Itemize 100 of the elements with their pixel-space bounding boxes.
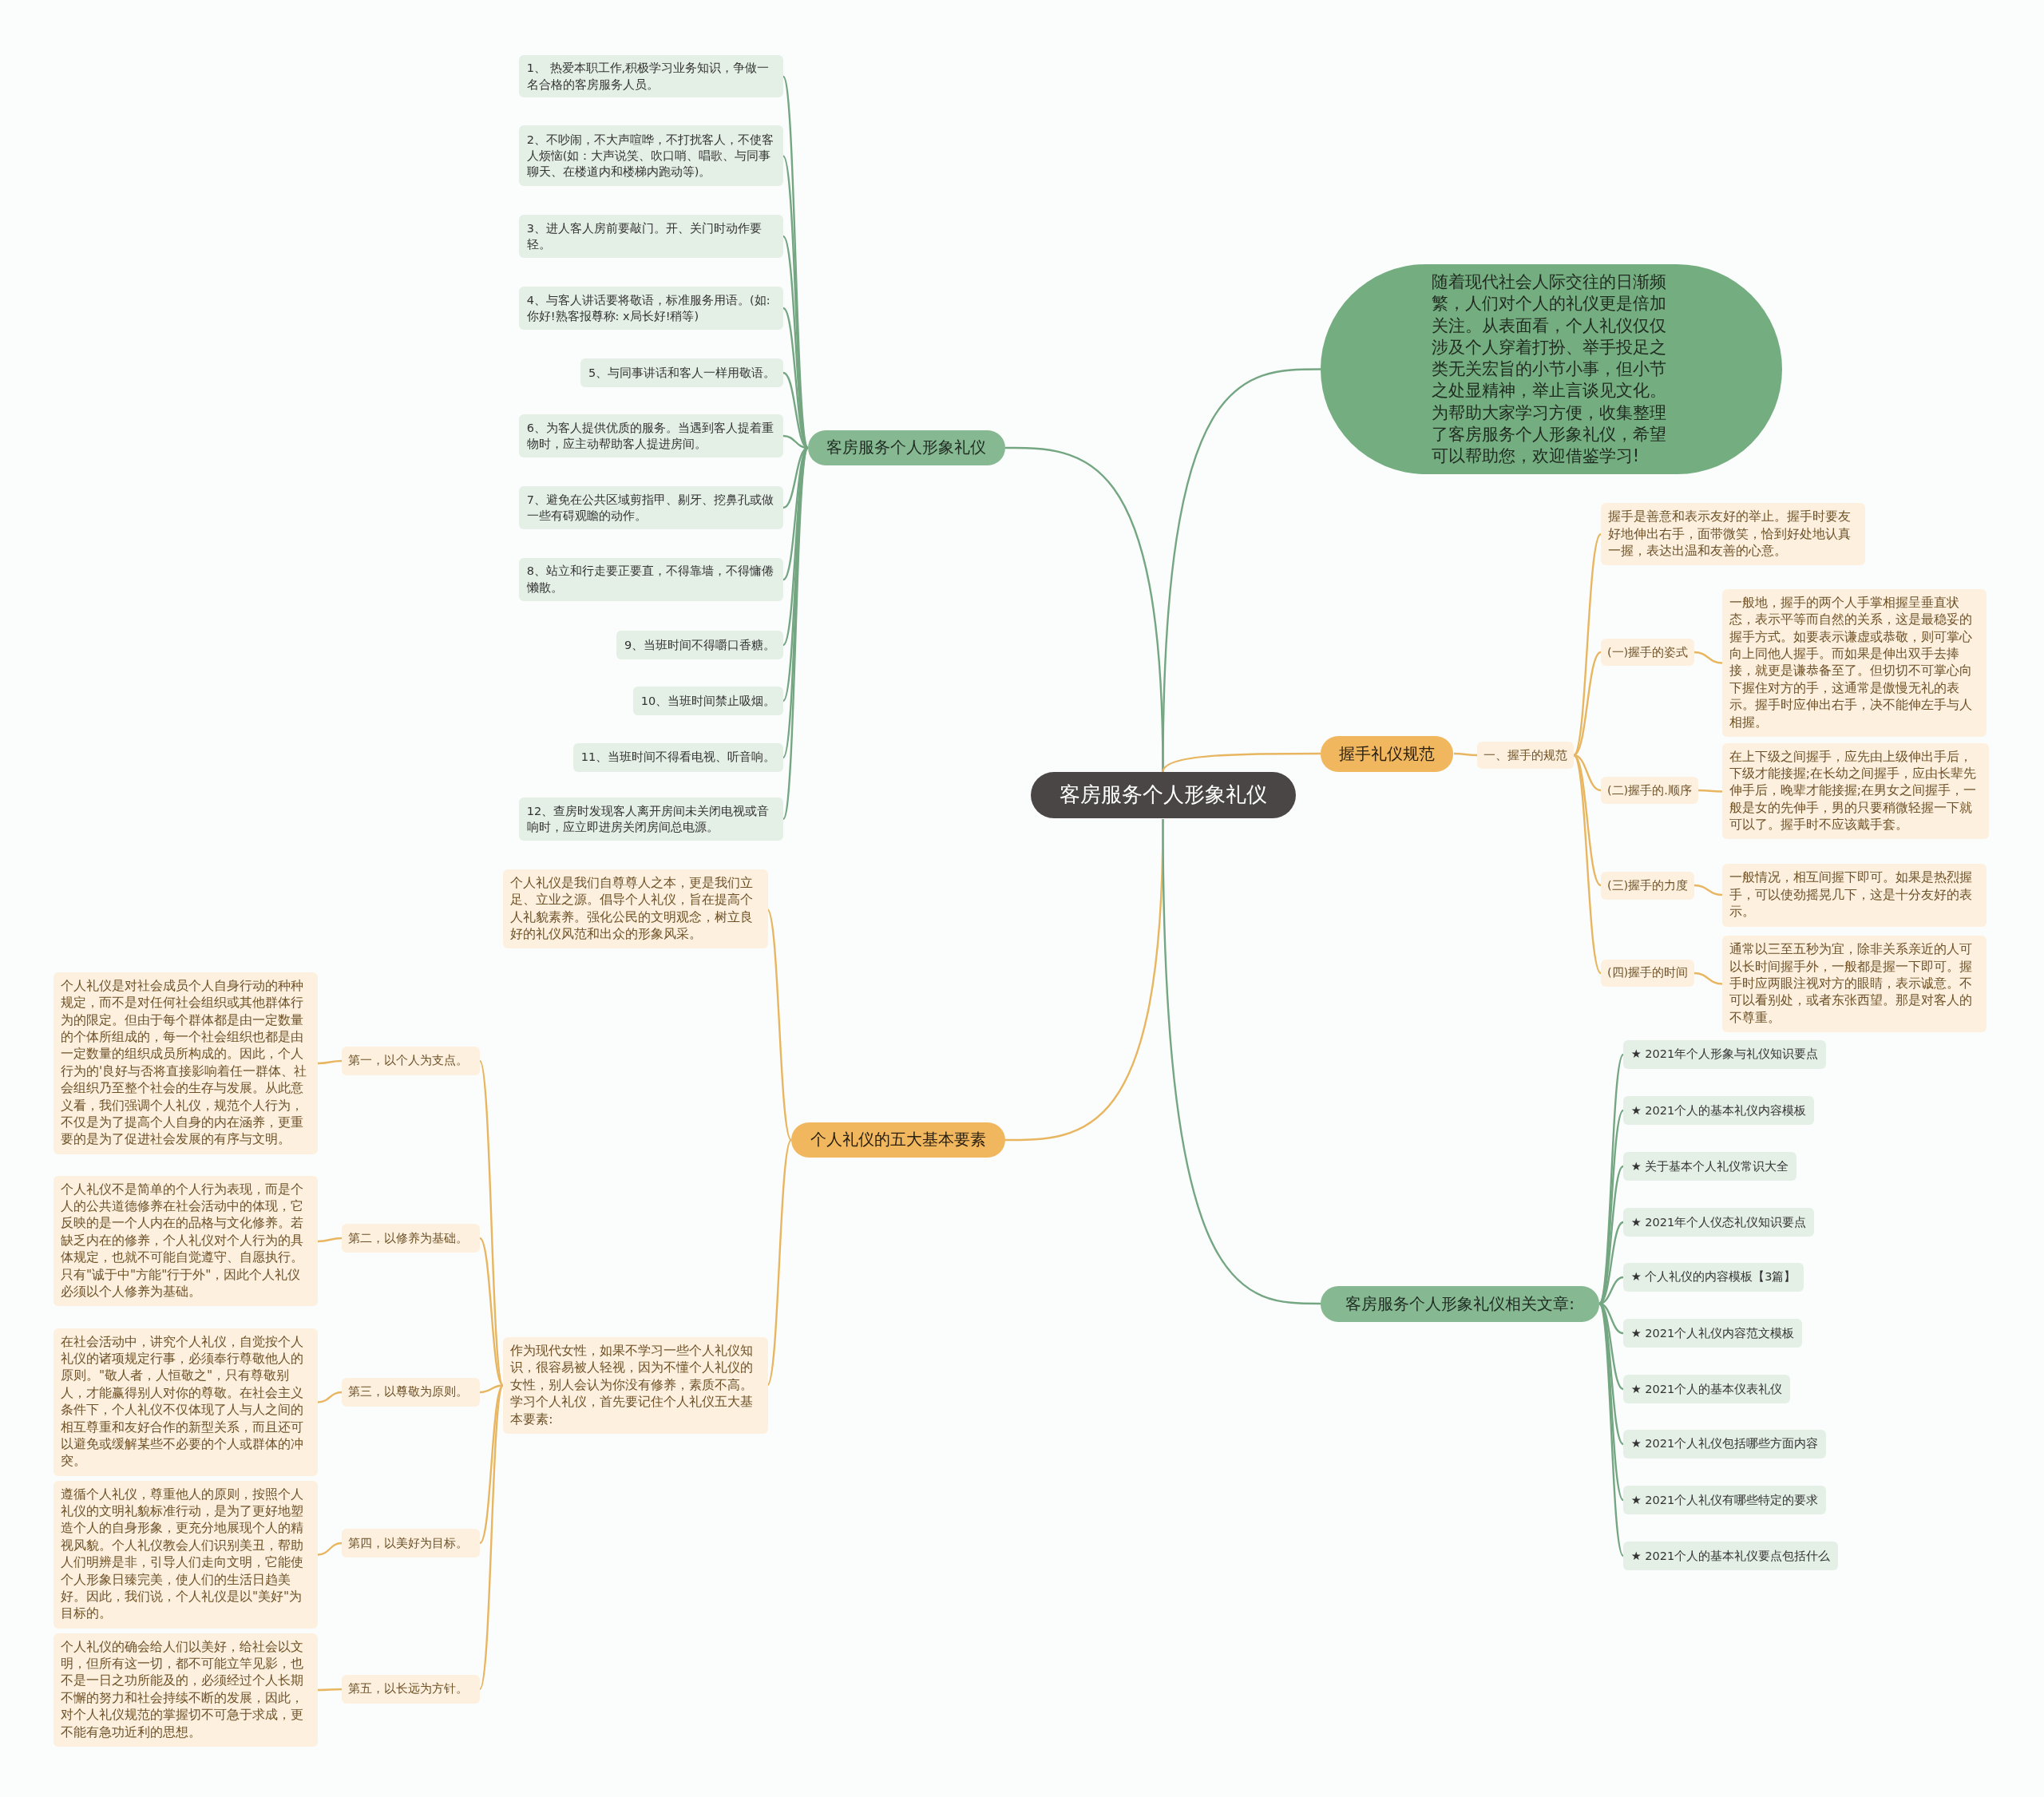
connector-line (1573, 754, 1602, 886)
article-title: ★ 2021个人的基本仪表礼仪 (1630, 1381, 1783, 1397)
note-card (518, 414, 784, 458)
note-text: 握手是善意和表示友好的举止。握手时要友好地伸出右手，面带微笑，恰到好处地认真一握，表达出温和友善的心意。 (1607, 509, 1852, 560)
subtopic-text: 第一，以个人为支点。 (347, 1053, 468, 1069)
note-card (518, 215, 784, 259)
connector-line (317, 1391, 343, 1403)
article-link-card (1622, 1430, 1827, 1459)
note-card (518, 125, 784, 187)
note-card (1721, 936, 1987, 1033)
connector-line (1454, 752, 1477, 757)
article-link-card (1622, 1375, 1791, 1404)
note-card (53, 1633, 319, 1747)
article-title: ★ 2021个人的基本礼仪要点包括什么 (1630, 1548, 1831, 1564)
topic-text: 客房服务个人形象礼仪相关文章: (1345, 1292, 1575, 1315)
note-text: 10、当班时间禁止吸烟。 (640, 694, 776, 710)
note-text: 作为现代女性，如果不学习一些个人礼仪知识，很容易被人轻视，因为不懂个人礼仪的女性，别人会认为你没有修养，素质不高。学习个人礼仪，首先要记住个人礼仪五大基本要素: (510, 1343, 755, 1428)
branch-topic (791, 1122, 1005, 1158)
note-card (632, 687, 784, 716)
article-link-card (1622, 1096, 1815, 1125)
note-text: 3、进人客人房前要敲门。开、关门时动作要轻。 (526, 221, 763, 253)
branch-topic (1320, 1286, 1600, 1322)
subtopic-text: (四)握手的时间 (1606, 965, 1689, 981)
note-text: 12、查房时发现客人离开房间未关闭电视或音响时，应立即进房关闭房间总电源。 (526, 803, 770, 836)
connector-line (479, 1384, 504, 1544)
note-card (580, 358, 784, 387)
note-text: 5、与同事讲话和客人一样用敬语。 (588, 365, 776, 381)
note-card (518, 485, 784, 529)
subtopic-card (341, 1674, 480, 1704)
article-link-card (1622, 1263, 1804, 1292)
subtopic-text: 第三，以尊敬为原则。 (347, 1384, 468, 1400)
note-card (518, 557, 784, 601)
article-title: ★ 关于基本个人礼仪常识大全 (1630, 1158, 1789, 1174)
connector-line (478, 1385, 505, 1690)
central-topic (1031, 771, 1296, 819)
connector-line (1698, 789, 1722, 793)
branch-topic (808, 429, 1005, 465)
note-card (1721, 864, 1987, 927)
topic-text: 个人礼仪的五大基本要素 (810, 1129, 986, 1151)
article-title: ★ 2021年个人形象与礼仪知识要点 (1630, 1047, 1819, 1063)
note-card (518, 798, 784, 841)
note-text: 一般情况，相互间握下即可。如果是热烈握手，可以使劲摇晃几下，这是十分友好的表示。 (1729, 869, 1973, 921)
note-card (503, 1337, 768, 1434)
note-text: 个人礼仪不是简单的个人行为表现，而是个人的公共道德修养在社会活动中的体现，它反映的是一个人内在的品格与文化修养。若缺乏内在的修养，个人礼仪对个人行为的具体规定，也就不可能自觉遵守、自愿执行。只有"诚于中"方能"行于外"，因此个人礼仪必须以个人修养为基础。 (60, 1181, 304, 1300)
connector-line (317, 1237, 343, 1243)
subtopic-card (341, 1224, 480, 1253)
note-card (1600, 503, 1866, 566)
intro-text: 随着现代社会人际交往的日渐频繁，人们对个人的礼仪更是倍加关注。从表面看，个人礼仪仅仅涉及个人穿着打扮、举手投足之类无关宏旨的小节小事，但小节之处显精神，举止言谈见文化。为帮助大家学习方便，收集整理了客房服务个人形象礼仪，希望可以帮助您，欢迎借鉴学习! (1431, 271, 1667, 468)
note-card (616, 631, 784, 660)
connector-line (1598, 1110, 1624, 1304)
note-text: 个人礼仪的确会给人们以美好，给社会以文明，但所有这一切，都不可能立竿见影，也不是一日之功所能及的，必须经过个人长期不懈的努力和社会持续不断的发展，因此，对个人礼仪规范的掌握切不可急于求成，更不能有急功近利的思想。 (60, 1638, 304, 1741)
topic-text: 客房服务个人形象礼仪 (826, 437, 987, 459)
note-card (518, 54, 784, 98)
subtopic-card (341, 1377, 480, 1407)
topic-text: 握手礼仪规范 (1339, 742, 1436, 765)
subtopic-text: (三)握手的力度 (1606, 877, 1689, 893)
subtopic-text: 一、握手的规范 (1483, 747, 1567, 763)
note-card (572, 742, 784, 772)
subtopic-card (1600, 777, 1698, 805)
article-link-card (1622, 1208, 1815, 1237)
note-card (503, 869, 768, 949)
note-text: 7、避免在公共区域剪指甲、剔牙、挖鼻孔或做一些有碍观瞻的动作。 (526, 492, 774, 524)
article-title: ★ 2021年个人仪态礼仪知识要点 (1630, 1214, 1807, 1230)
note-text: 通常以三至五秒为宜，除非关系亲近的人可以长时间握手外，一般都是握一下即可。握手时应两眼注视对方的眼睛，表示诚意。不可以看别处，或者东张西望。那是对客人的不尊重。 (1729, 941, 1973, 1027)
note-text: 1、 热爱本职工作,积极学习业务知识，争做一名合格的客房服务人员。 (526, 61, 770, 93)
subtopic-card (1600, 959, 1695, 987)
note-text: 2、不吵闹，不大声喧哗，不打扰客人，不使客人烦恼(如：大声说笑、吹口哨、唱歌、与同事聊天、在楼道内和楼梯内跑动等)。 (526, 132, 774, 180)
connector-line (1693, 884, 1723, 897)
note-text: 4、与客人讲话要将敬语，标准服务用语。(如:你好!熟客报尊称: x局长好!稍等) (526, 292, 771, 325)
note-card (53, 1175, 319, 1307)
note-card (53, 1328, 319, 1476)
article-link-card (1622, 1486, 1827, 1515)
connector-line (1598, 1303, 1624, 1501)
connector-line (479, 1237, 504, 1387)
note-text: 6、为客人提供优质的服务。当遇到客人提着重物时，应主动帮助客人提进房间。 (526, 420, 774, 453)
subtopic-card (341, 1529, 480, 1558)
subtopic-text: 第二，以修养为基础。 (347, 1230, 468, 1246)
connector-line (1693, 651, 1723, 664)
connector-line (1693, 972, 1723, 985)
article-title: ★ 个人礼仪的内容模板【3篇】 (1630, 1269, 1796, 1285)
subtopic-card (1600, 872, 1695, 900)
note-text: 在上下级之间握手，应先由上级伸出手后，下级才能接握;在长幼之间握手，应由长辈先伸手后，晚辈才能接握;在男女之间握手，一般是女的先伸手，男的只要稍微轻握一下就可以了。握手时不应该戴手套。 (1729, 748, 1977, 834)
article-link-card (1622, 1039, 1827, 1069)
subtopic-text: (二)握手的.顺序 (1606, 782, 1692, 798)
article-link-card (1622, 1152, 1797, 1182)
connector-line (1162, 368, 1321, 773)
connector-line (318, 1688, 342, 1692)
note-card (1721, 588, 1987, 737)
note-text: 一般地，握手的两个人手掌相握呈垂直状态，表示平等而自然的关系，这是最稳妥的握手方式。如要表示谦虚或恭敬，则可掌心向上同他人握手。而如果是伸出双手去捧接，就更是谦恭备至了。但切切不可掌心向下握住对方的手，这通常是傲慢无礼的表示。握手时应伸出右手，决不能伸左手与人相握。 (1729, 594, 1973, 731)
note-text: 8、站立和行走要正要直，不得靠墙，不得慵倦懒散。 (526, 564, 774, 596)
article-title: ★ 2021个人的基本礼仪内容模板 (1630, 1102, 1807, 1118)
article-link-card (1622, 1542, 1839, 1571)
note-text: 遵循个人礼仪，尊重他人的原则，按照个人礼仪的文明礼貌标准行动，是为了更好地塑造个人的自身形象，更充分地展现个人的精视风貌。个人礼仪教会人们识别美丑，帮助人们明辨是非，引导人们走向文明，它能使个人形象日臻完美，使人们的生活日趋美好。因此，我们说，个人礼仪是以"美好"为目标的。 (60, 1486, 304, 1623)
article-link-card (1622, 1319, 1803, 1348)
subtopic-card (1600, 639, 1695, 667)
subtopic-text: 第五，以长远为方针。 (347, 1681, 468, 1697)
article-title: ★ 2021个人礼仪有哪些特定的要求 (1630, 1492, 1819, 1508)
subtopic-card (1476, 741, 1574, 770)
note-text: 11、当班时间不得看电视、听音响。 (580, 750, 776, 766)
connector-line (1162, 752, 1321, 773)
